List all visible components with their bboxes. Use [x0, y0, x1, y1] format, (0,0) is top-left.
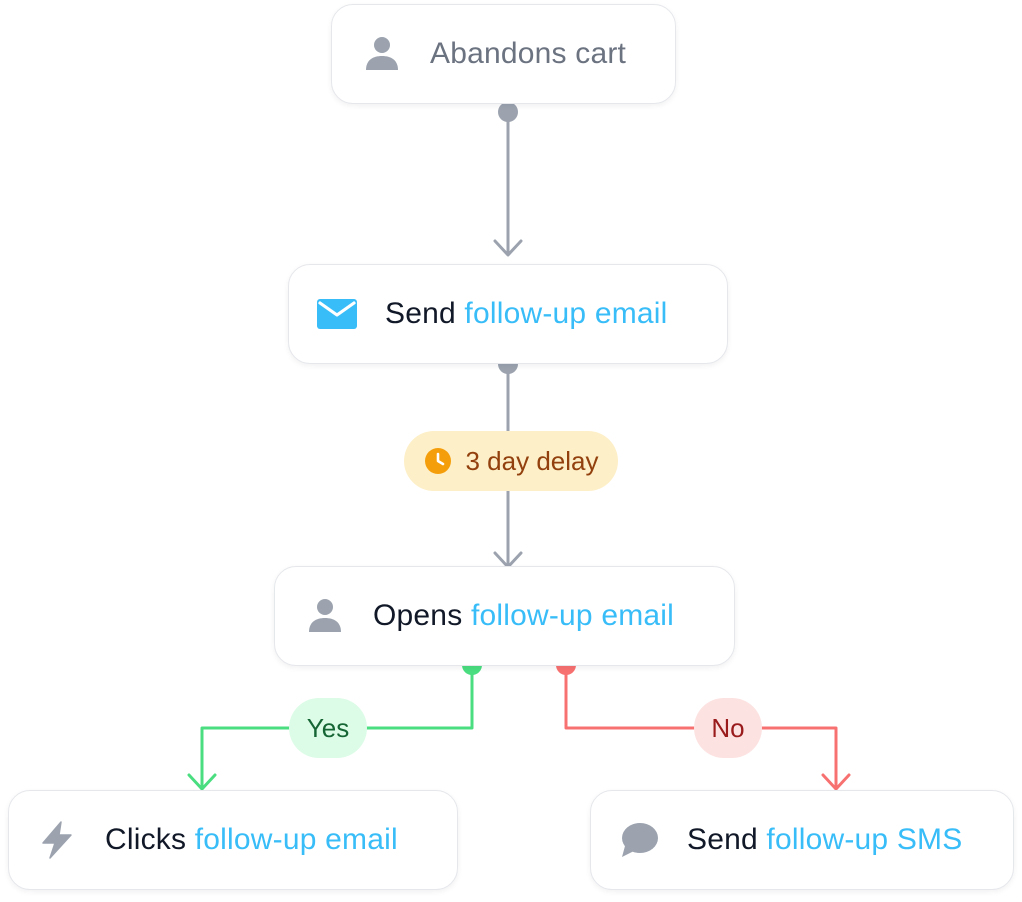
user-icon	[309, 599, 341, 632]
no-label: No	[711, 712, 745, 743]
clicks-email-label: Clicks follow-up email	[105, 823, 398, 857]
user-icon	[366, 37, 398, 70]
no-badge: No	[694, 698, 762, 758]
send-sms-target: follow-up SMS	[766, 823, 963, 856]
envelope-icon	[317, 299, 357, 329]
send-sms-verb: Send	[687, 823, 758, 856]
delay-label: 3 day delay	[465, 445, 599, 476]
send-sms-label: Send follow-up SMS	[687, 823, 962, 857]
send-email-node[interactable]: Send follow-up email	[288, 264, 728, 364]
trigger-label: Abandons cart	[430, 37, 627, 70]
clicks-email-node[interactable]: Clicks follow-up email	[8, 790, 458, 890]
trigger-node[interactable]: Abandons cart	[331, 4, 676, 104]
clicks-email-target: follow-up email	[194, 823, 398, 856]
connector-trigger-to-send	[493, 110, 523, 257]
opens-email-label: Opens follow-up email	[373, 599, 674, 633]
send-email-target: follow-up email	[464, 297, 668, 330]
delay-badge: 3 day delay	[404, 431, 618, 491]
send-email-label: Send follow-up email	[385, 297, 668, 331]
clock-icon	[424, 448, 451, 474]
send-sms-node[interactable]: Send follow-up SMS	[590, 790, 1014, 890]
chat-bubble-icon	[622, 823, 658, 857]
opens-email-target: follow-up email	[470, 599, 675, 632]
opens-email-verb: Opens	[373, 599, 463, 632]
lightning-bolt-icon	[42, 821, 72, 859]
connector-dot-trigger	[498, 102, 518, 122]
clicks-email-verb: Clicks	[105, 823, 187, 856]
yes-label: Yes	[306, 712, 350, 743]
opens-email-node[interactable]: Opens follow-up email	[274, 566, 735, 666]
send-email-verb: Send	[385, 297, 456, 330]
yes-badge: Yes	[289, 698, 367, 758]
